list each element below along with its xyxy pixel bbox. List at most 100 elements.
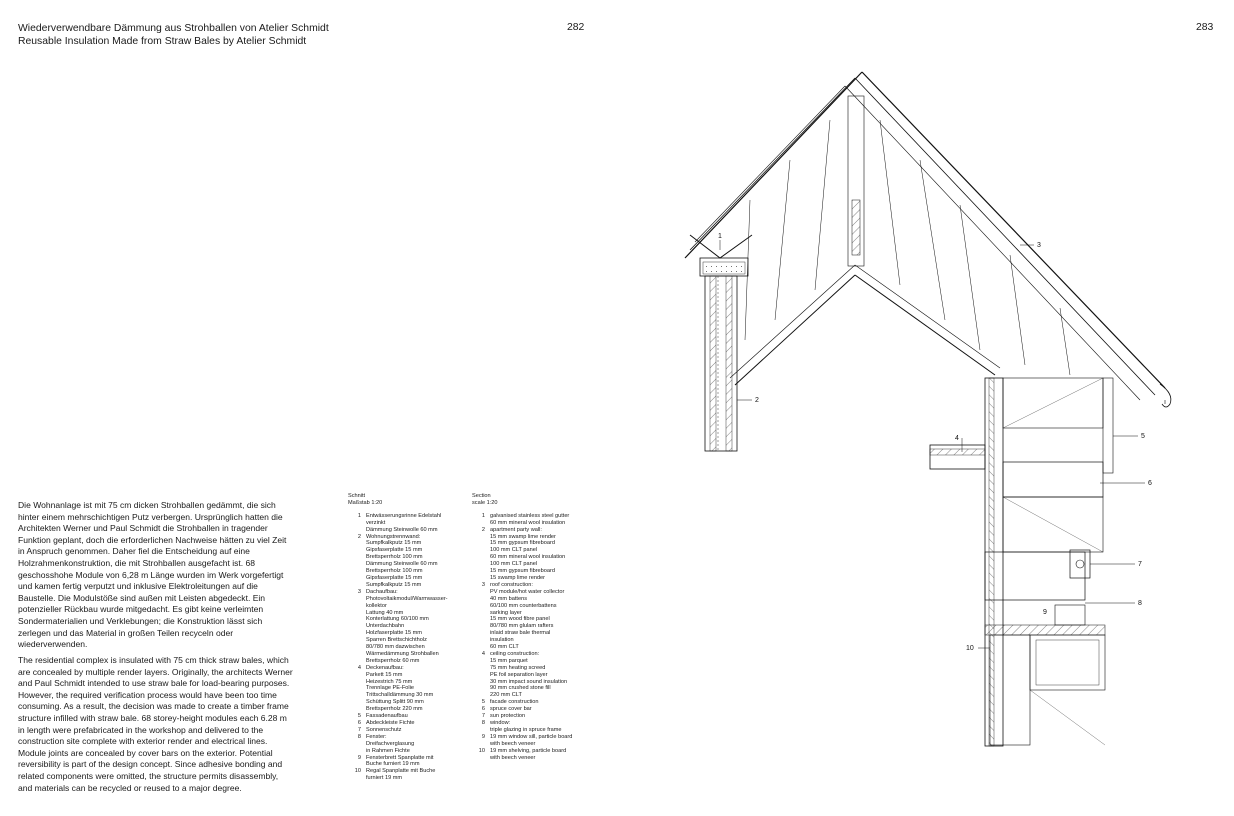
legend-heading-line: scale 1:20 [472, 499, 498, 506]
legend-item-line: Dämmung Steinwolle 60 mm [366, 561, 438, 568]
legend-item-line: 19 mm shelving, particle board [490, 747, 567, 754]
legend-item-text: Dachaufbau:Photovoltaikmodul/Warmwasser-… [366, 589, 466, 665]
legend-item-line: Dreifachverglasung [366, 740, 415, 747]
legend-item-line: with beech veneer [490, 740, 536, 747]
legend-item-line: Parkett 15 mm [366, 671, 403, 678]
legend-item-line: Brettsperrholz 60 mm [366, 657, 420, 664]
callout-10: 10 [966, 645, 974, 652]
title-german: Wiederverwendbare Dämmung aus Strohballe… [18, 23, 329, 34]
legend-item-number: 2 [357, 533, 361, 540]
legend-item-line: Schüttung Splitt 90 mm [366, 699, 424, 706]
legend-item-number: 3 [357, 588, 361, 595]
legend-item-line: sarking layer [490, 609, 522, 616]
legend-item-line: 90 mm crushed stone fill [490, 685, 551, 692]
callout-8: 8 [1138, 600, 1142, 607]
legend-item-number: 9 [357, 754, 361, 761]
legend-item: 7 sun protection [472, 713, 590, 720]
legend-item-line: Deckenaufbau: [366, 664, 404, 671]
legend-item-line: Sumpfkalkputz 15 mm [366, 540, 422, 547]
legend-item-line: 60/100 mm counterbattens [490, 602, 557, 609]
legend-item-line: Sonnenschutz [366, 726, 402, 733]
legend-item-line: triple glazing in spruce frame [490, 726, 562, 733]
legend-item-line: Fensterbrett Spanplatte mit [366, 754, 434, 761]
page-number-left: 282 [567, 22, 585, 33]
legend-item-line: Brettsperrholz 100 mm [366, 568, 423, 575]
legend-item-number: 6 [481, 706, 485, 713]
legend-item: 3 roof construction:PV module/hot water c… [472, 582, 590, 651]
body-text-english: The residential complex is insulated wit… [18, 655, 294, 794]
facade-wall [984, 377, 1114, 747]
legend-item-text: roof construction:PV module/hot water co… [490, 582, 590, 651]
legend-item-line: Brettsperrholz 100 mm [366, 554, 423, 561]
legend-item-line: 19 mm window sill, particle board [490, 733, 573, 740]
legend-item-line: Wärmedämmung Strohballen [366, 650, 439, 657]
legend-item-number: 10 [478, 747, 485, 754]
legend-item-line: 15 mm swamp lime render [490, 533, 556, 540]
legend-item-line: Photovoltaikmodul/Warmwasser- [366, 595, 448, 602]
window-detail [984, 549, 1106, 746]
legend-item-line: Lattung 40 mm [366, 609, 404, 616]
legend-heading-line: Schnitt [348, 493, 366, 499]
legend-item-number: 2 [481, 526, 485, 533]
legend-item-text: Sonnenschutz [366, 727, 466, 734]
main-roof [684, 71, 1172, 408]
legend-item-line: Abdeckleiste Fichte [366, 720, 415, 726]
legend-item-line: sun protection [490, 713, 526, 720]
legend-item-line: window: [490, 720, 511, 726]
legend-item-line: Regal Spanplatte mit Buche [366, 768, 436, 775]
legend-item-number: 3 [481, 581, 485, 588]
legend-item-number: 9 [481, 733, 485, 740]
body-paragraph-english: The residential complex is insulated wit… [18, 655, 293, 793]
legend-item-line: 60 mm mineral wool insulation [490, 554, 566, 561]
legend-item-line: 75 mm heating screed [490, 664, 546, 671]
legend-item: 2 apartment party wall:15 mm swamp lime r… [472, 527, 590, 582]
legend-item-number: 7 [481, 713, 485, 720]
legend-item-line: 15 mm wood fibre panel [490, 616, 550, 623]
legend-item-line: 15 mm gypsum fibreboard [490, 568, 555, 575]
legend-item-line: insulation [490, 637, 514, 644]
callout-5: 5 [1141, 433, 1145, 440]
callout-6: 6 [1148, 480, 1152, 487]
page-number-right: 283 [1196, 22, 1214, 33]
legend-item-line: Heizestrich 75 mm [366, 678, 413, 685]
legend-item-text: Abdeckleiste Fichte [366, 720, 466, 727]
legend-item-number: 5 [357, 713, 361, 720]
legend-item-line: Gipsfaserplatte 15 mm [366, 574, 423, 581]
legend-item-text: sun protection [490, 713, 590, 720]
legend-item-line: furniert 19 mm [366, 775, 403, 782]
legend-item-line: apartment party wall: [490, 526, 542, 533]
section-drawing: 1 2 3 4 5 6 7 8 9 10 [684, 71, 1172, 747]
callout-4: 4 [955, 435, 959, 442]
legend-item-line: Dachaufbau: [366, 588, 398, 595]
drawing-callouts: 1 2 3 4 5 6 7 8 9 10 [718, 233, 1152, 652]
legend-item-number: 4 [357, 664, 361, 671]
legend-item-number: 8 [357, 733, 361, 740]
legend-item: 3 Dachaufbau:Photovoltaikmodul/Warmwasser… [348, 589, 466, 665]
callout-3: 3 [1037, 242, 1041, 249]
legend-item-line: PV module/hot water collector [490, 588, 565, 595]
legend-item-number: 10 [354, 768, 361, 775]
legend-item-number: 4 [481, 650, 485, 657]
title-english: Reusable Insulation Made from Straw Bale… [18, 36, 307, 47]
legend-item-line: Dämmung Steinwolle 60 mm [366, 526, 438, 533]
legend-item-line: 100 mm CLT panel [490, 547, 538, 554]
callout-1: 1 [718, 233, 722, 240]
legend-item-number: 1 [481, 512, 485, 519]
legend-item-line: in Rahmen Fichte [366, 747, 410, 754]
